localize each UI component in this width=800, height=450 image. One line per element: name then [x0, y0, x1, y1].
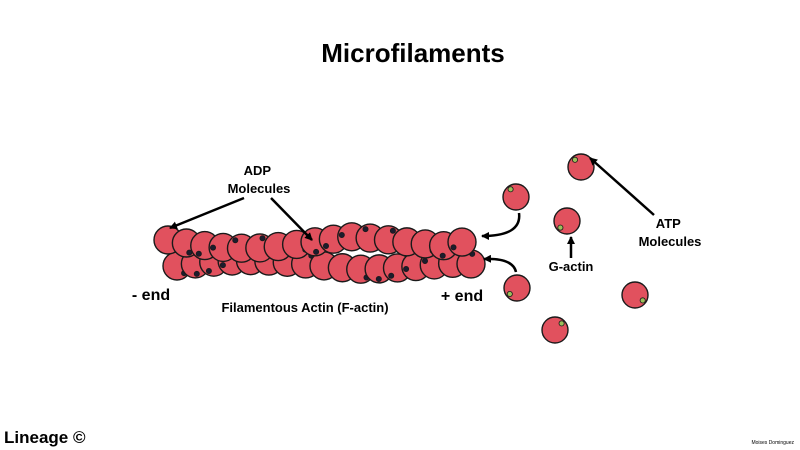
diagram-title: Microfilaments: [321, 38, 505, 68]
adp-molecule: [219, 262, 226, 269]
adp-molecule: [193, 270, 200, 277]
atp-molecule: [558, 320, 565, 327]
adp-molecule: [195, 250, 202, 257]
lineage-credit: Lineage ©: [4, 428, 86, 447]
adp-label: ADP Molecules: [228, 163, 291, 196]
adp-molecule: [389, 227, 396, 234]
atp-molecule: [507, 186, 514, 193]
adp-molecule: [403, 265, 410, 272]
adp-molecule: [259, 235, 266, 242]
g-actin-monomer: [621, 281, 649, 309]
adp-molecule: [450, 244, 457, 251]
atp-molecule: [572, 156, 579, 163]
minus-end-label: - end: [132, 287, 170, 304]
adp-molecule: [313, 248, 320, 255]
atp-molecule: [557, 224, 564, 231]
adp-label-line1: ADP: [244, 163, 272, 178]
g-actin-monomer: [553, 207, 581, 235]
f-actin-filament: [153, 222, 486, 284]
g-actin-label: G-actin: [549, 259, 594, 274]
adp-molecule: [421, 257, 428, 264]
g-actin-monomers: [502, 153, 649, 344]
atp-arrow: [589, 157, 655, 216]
adp-molecule: [322, 242, 329, 249]
atp-label-line1: ATP: [656, 216, 681, 231]
adp-arrow-left: [169, 196, 245, 230]
adp-molecule: [338, 231, 345, 238]
f-actin-label: Filamentous Actin (F-actin): [221, 300, 388, 315]
atp-molecule: [506, 290, 513, 297]
atp-label: ATP Molecules: [639, 216, 702, 249]
g-actin-monomer: [503, 274, 531, 302]
adp-arrow-right: [270, 197, 313, 241]
adp-label-line2: Molecules: [228, 181, 291, 196]
atp-molecule: [639, 297, 646, 304]
addition-arrow-upper: [481, 212, 521, 240]
plus-end-label: + end: [441, 288, 483, 305]
addition-arrow-lower: [483, 254, 518, 273]
adp-molecule: [439, 252, 446, 259]
g-actin-monomer: [567, 153, 595, 181]
atp-label-line2: Molecules: [639, 234, 702, 249]
adp-molecule: [375, 275, 382, 282]
g-actin-monomer: [541, 316, 569, 344]
f-actin-subunit: [447, 227, 477, 257]
adp-molecule: [232, 237, 239, 244]
adp-molecule: [362, 226, 369, 233]
adp-molecule: [388, 272, 395, 279]
adp-molecule: [209, 244, 216, 251]
g-actin-monomer: [502, 183, 530, 211]
adp-molecule: [205, 267, 212, 274]
author-credit: Moises Dominguez: [751, 440, 794, 446]
